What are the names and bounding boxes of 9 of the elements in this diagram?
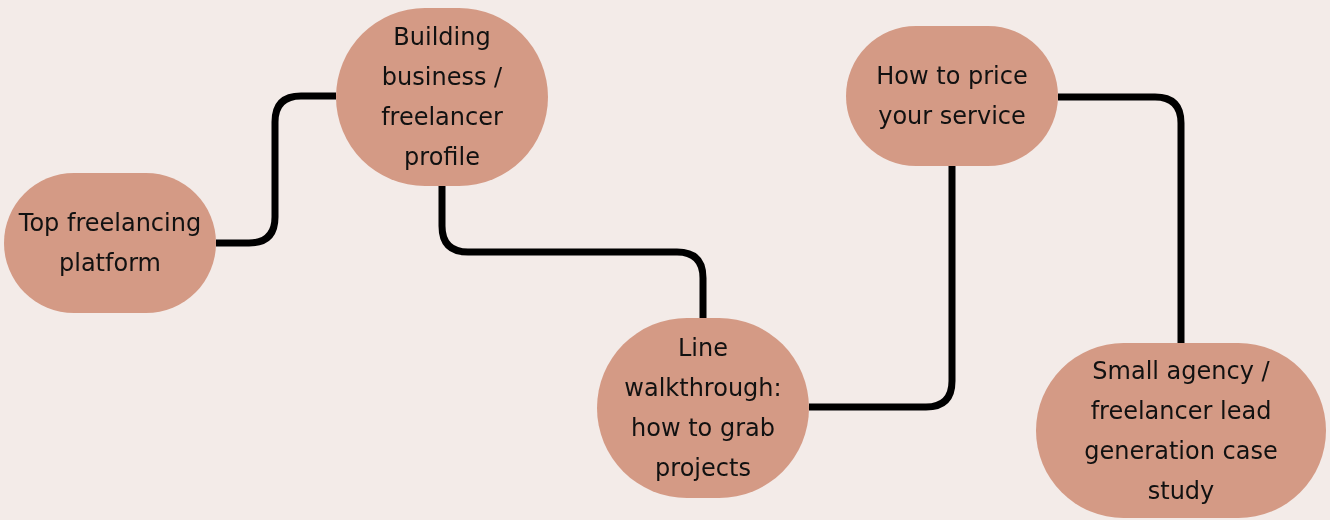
node-label: Top freelancing platform	[18, 208, 202, 279]
connector-line	[216, 92, 336, 247]
node-label: How to price your service	[875, 61, 1029, 132]
connector-line	[809, 166, 956, 411]
node-label: Small agency / freelancer lead generation case study	[1083, 355, 1279, 507]
node-label: Building business / freelancer profile	[380, 22, 504, 173]
connector-line	[1058, 93, 1185, 343]
connector-line	[438, 186, 707, 318]
node-label: Line walkthrough: how to grab projects	[623, 333, 783, 484]
